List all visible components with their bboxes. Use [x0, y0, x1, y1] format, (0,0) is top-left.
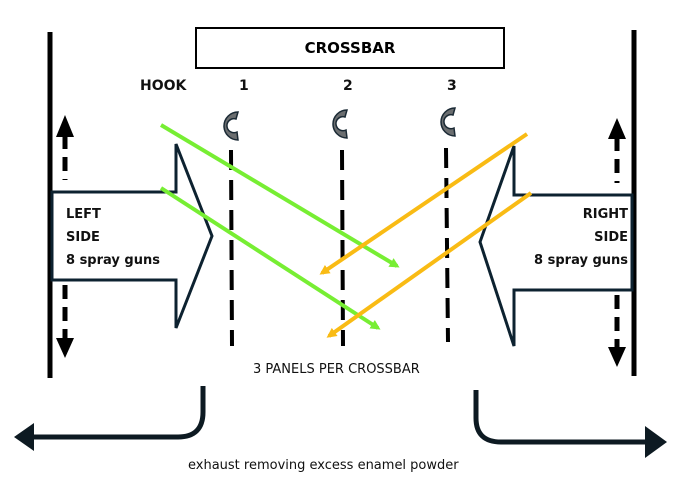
- exhaust-arrow-right: [473, 390, 667, 458]
- panel-line-1: [229, 149, 234, 347]
- crossbar-label: CROSSBAR: [304, 39, 396, 57]
- left-side-line1: LEFT: [66, 207, 101, 222]
- right-side-line3: 8 spray guns: [534, 253, 628, 268]
- left-side-label: LEFT SIDE 8 spray guns: [66, 203, 160, 272]
- right-side-line2: SIDE: [594, 230, 628, 245]
- panel-line-2: [340, 149, 345, 347]
- right-spray-gun-arrow: [478, 145, 634, 347]
- hook-icon-3: [440, 107, 456, 137]
- right-side-line1: RIGHT: [582, 207, 628, 222]
- hook-icon-2: [332, 109, 348, 139]
- hook-number-1: 1: [239, 78, 249, 94]
- hook-number-2: 2: [343, 78, 353, 94]
- left-spray-gun-arrow: [50, 143, 214, 329]
- hook-label: HOOK: [140, 78, 187, 94]
- hook-number-3: 3: [447, 78, 457, 94]
- left-side-line3: 8 spray guns: [66, 253, 160, 268]
- right-spray-arrow-lower: [326, 191, 533, 338]
- left-side-line2: SIDE: [66, 230, 100, 245]
- hook-icon-1: [223, 111, 239, 141]
- left-vertical-movement-arrow: [56, 115, 74, 358]
- left-spray-arrow-upper: [159, 123, 400, 268]
- right-side-label: RIGHT SIDE 8 spray guns: [534, 203, 628, 272]
- panels-caption: 3 PANELS PER CROSSBAR: [253, 362, 420, 377]
- left-spray-arrow-lower: [159, 186, 381, 330]
- right-spray-arrow-upper: [319, 132, 529, 275]
- panel-line-3: [444, 147, 450, 343]
- exhaust-caption: exhaust removing excess enamel powder: [188, 458, 459, 473]
- exhaust-arrow-left: [14, 386, 206, 451]
- right-vertical-movement-arrow: [608, 118, 626, 367]
- crossbar-box: CROSSBAR: [195, 27, 505, 69]
